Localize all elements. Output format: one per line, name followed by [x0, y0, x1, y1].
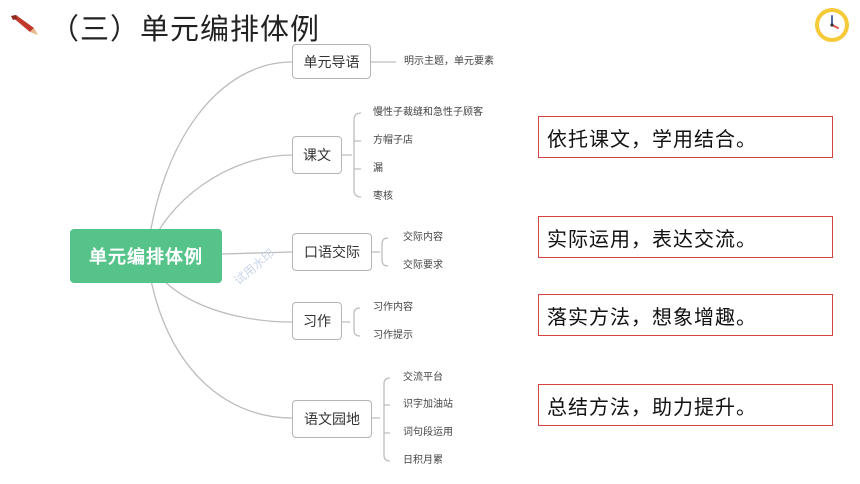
leaf-texts-1: 方帽子店 [373, 135, 413, 146]
leaf-oral-1: 交际要求 [403, 260, 443, 271]
connector-root-unit-intro [146, 61, 293, 257]
clock-icon [813, 6, 851, 44]
branch-writing: 习作 [292, 302, 342, 340]
leaf-unit-intro-0: 明示主题，单元要素 [404, 56, 494, 67]
leaf-oral-0: 交际内容 [403, 232, 443, 243]
connector-writing-bracket [342, 307, 361, 337]
callout-0: 依托课文，学用结合。 [538, 116, 833, 158]
callout-2: 落实方法，想象增趣。 [538, 294, 833, 336]
leaf-writing-1: 习作提示 [373, 330, 413, 341]
branch-chinese-garden: 语文园地 [292, 400, 372, 438]
branch-unit-intro: 单元导语 [292, 44, 371, 79]
branch-texts: 课文 [292, 136, 342, 174]
connector-texts-bracket [342, 112, 362, 198]
leaf-texts-2: 漏 [373, 163, 383, 174]
connector-root-garden [146, 255, 293, 419]
leaf-garden-0: 交流平台 [403, 372, 443, 383]
mindmap-root: 单元编排体例 [70, 229, 222, 283]
leaf-texts-0: 慢性子裁缝和急性子顾客 [373, 107, 483, 118]
leaf-garden-1: 识字加油站 [403, 399, 453, 410]
connector-garden-bracket [372, 377, 391, 462]
branch-oral-communication: 口语交际 [292, 233, 372, 271]
connector-root-oral [221, 251, 293, 255]
connector-oral-bracket [372, 237, 389, 267]
leaf-texts-3: 枣核 [373, 191, 393, 202]
pen-icon [8, 12, 42, 38]
page-title: （三）单元编排体例 [50, 12, 321, 46]
leaf-garden-3: 日积月累 [403, 455, 443, 466]
leaf-garden-2: 词句段运用 [403, 427, 453, 438]
callout-3: 总结方法，助力提升。 [538, 384, 833, 426]
callout-1: 实际运用，表达交流。 [538, 216, 833, 258]
leaf-writing-0: 习作内容 [373, 302, 413, 313]
